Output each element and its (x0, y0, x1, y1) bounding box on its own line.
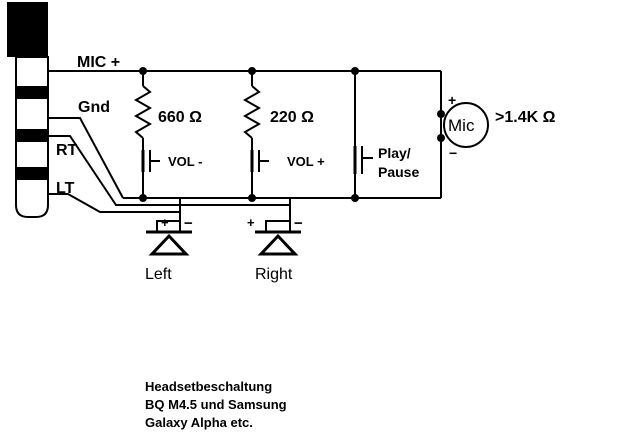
trrs-plug (7, 2, 49, 218)
mic-label: Mic (448, 116, 475, 135)
junction-dots (139, 67, 445, 202)
left-speaker-symbol (148, 233, 190, 256)
right-speaker (255, 230, 301, 256)
left-speaker-minus: − (184, 215, 193, 232)
vol-minus-label: VOL - (168, 154, 202, 169)
right-speaker-plus: + (247, 215, 255, 230)
caption-line-2: BQ M4.5 und Samsung (145, 397, 287, 412)
mic-minus-sign: − (449, 145, 457, 161)
mic-plus-sign: + (448, 92, 456, 108)
plug-tip (15, 186, 49, 218)
rt-label: RT (56, 142, 78, 159)
plug-ring-band-2 (16, 129, 48, 142)
play-pause-label-line1: Play/ (378, 145, 411, 161)
microphone-symbol (440, 102, 489, 148)
gnd-label: Gnd (78, 99, 110, 116)
right-speaker-label: Right (255, 266, 293, 283)
plug-body (7, 2, 48, 57)
play-pause-label-line2: Pause (378, 164, 419, 180)
resistor-660-symbol (133, 85, 153, 139)
play-pause-branch (353, 71, 373, 198)
resistor-220-branch (242, 71, 269, 198)
right-speaker-minus: − (294, 215, 303, 232)
mic-circle (443, 102, 489, 148)
resistor-660-branch (133, 71, 160, 198)
resistor-660-label: 660 Ω (158, 109, 202, 126)
resistor-220-label: 220 Ω (270, 109, 314, 126)
lt-label: LT (56, 180, 75, 197)
caption-line-3: Galaxy Alpha etc. (145, 415, 253, 430)
right-speaker-symbol (257, 233, 299, 256)
left-speaker (146, 230, 192, 256)
left-speaker-label: Left (145, 266, 172, 283)
plug-ring-band-1 (16, 86, 48, 99)
mic-plus-label: MIC + (77, 54, 120, 71)
plug-ring-band-3 (16, 167, 48, 180)
mic-impedance-label: >1.4K Ω (495, 109, 556, 126)
caption-line-1: Headsetbeschaltung (145, 379, 272, 394)
resistor-220-symbol (242, 85, 262, 139)
left-speaker-plus: + (161, 215, 169, 230)
vol-plus-label: VOL + (287, 154, 325, 169)
caption: Headsetbeschaltung BQ M4.5 und Samsung G… (145, 379, 287, 430)
wiring (48, 70, 442, 231)
